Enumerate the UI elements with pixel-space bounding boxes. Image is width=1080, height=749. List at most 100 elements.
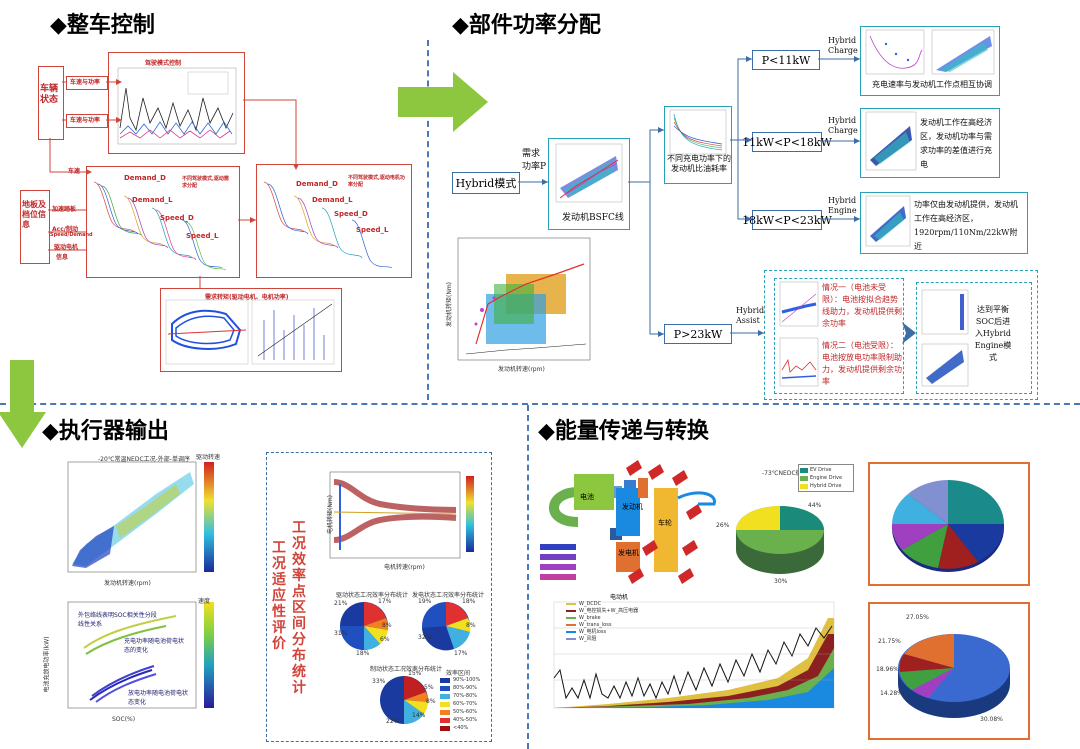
- legend-item: 90%-100%: [453, 677, 481, 683]
- pie1-pct-d: 6%: [380, 636, 390, 643]
- motor-mode-speed-l: Speed_L: [356, 226, 389, 234]
- hybrid-engine-label: Hybrid Engine: [828, 196, 857, 215]
- range-box-1: P<11kW: [752, 50, 820, 70]
- lbl-speed-demand: Speed/Demand: [50, 232, 93, 238]
- legend-item: 40%-50%: [453, 717, 478, 723]
- vehicle-state-box: [38, 66, 64, 140]
- pie3d-pct-c: 18.96%: [876, 666, 899, 673]
- range-box-3: 18kW<P<23kW: [742, 210, 832, 230]
- motor-mode-speed-d: Speed_D: [334, 210, 368, 218]
- legend-item: 50%-60%: [453, 709, 478, 715]
- efficiency-pie-3: [380, 676, 429, 725]
- vehicle-control-connectors: [48, 79, 299, 288]
- pie1-pct-f: 18%: [356, 650, 370, 657]
- charge-chart-2: [865, 111, 917, 171]
- actuator-ann1: 外包络线表明SOC相关性分段线性关系: [78, 612, 157, 628]
- section-title-power-split: ◆部件功率分配: [452, 13, 601, 38]
- divider-vertical-bottom: [527, 405, 529, 749]
- pie3d-pct-a: 27.05%: [906, 614, 929, 621]
- area-legend-item: W_风阻: [579, 636, 597, 642]
- pie3-pct-a: 33%: [372, 678, 386, 685]
- motor-map-xlabel: 电机转速(rpm): [384, 564, 425, 571]
- fuel-ratio-label: 不同充电功率下的发动机比油耗率: [667, 154, 731, 173]
- pie3-pct-e: 22%: [386, 718, 400, 725]
- power-split-connectors: [518, 56, 860, 337]
- actuator-soc-chart: [67, 601, 214, 709]
- torque-demand-title: 需求转矩(驱动电机、电机功率): [205, 294, 289, 301]
- pie2-pct-c: 8%: [466, 622, 476, 629]
- pie1-pct-e: 31%: [334, 630, 348, 637]
- efficiency-pie-1: [340, 602, 389, 651]
- legend-ev: EV Drive: [810, 467, 832, 473]
- lbl-vehicle-speed: 车速: [68, 168, 81, 175]
- area-legend-item: W_电机loss: [579, 629, 607, 635]
- flow-battery: 电池: [580, 493, 594, 501]
- pie3d-pct-d: 14.28%: [880, 690, 903, 697]
- actuator-ann3: 放电功率随电池荷电状态变化: [128, 690, 189, 706]
- bsfc-chart: [555, 143, 623, 203]
- range-box-4: P>23kW: [664, 324, 732, 344]
- lbl-box-1: [66, 76, 108, 90]
- mode-pie-pct-a: 44%: [808, 502, 822, 509]
- mode-demand-l: Demand_L: [132, 196, 173, 204]
- hybrid-assist-label: Hybrid Assist: [736, 306, 765, 325]
- energy-loss-pie: [891, 480, 1005, 572]
- section-title-actuator-output: ◆执行器输出: [42, 419, 169, 444]
- demand-map-chart: [93, 181, 227, 271]
- hybrid-mode-box: Hybrid模式: [452, 172, 520, 194]
- torque-demand-chart: [165, 299, 335, 365]
- actuator-ylabel-2: 电池充放电功率(kW): [43, 636, 51, 693]
- pie2-pct-d: 32%: [418, 634, 432, 641]
- assist-case-2: 情况二（电池受限）：电池按放电功率限制助力，发动机提供剩余功率: [822, 341, 902, 386]
- bsfc-label: 发动机BSFC线: [562, 213, 624, 223]
- legend-engine: Engine Drive: [810, 475, 843, 481]
- engine-operating-scatter: [457, 237, 591, 361]
- mode-speed-d: Speed_D: [160, 214, 194, 222]
- charge-desc-1: 充电速率与发动机工作点相互协调: [872, 80, 992, 89]
- efficiency-legend-title: 效率区间: [446, 670, 471, 677]
- pie3-title: 制动状态工况效率分布统计: [370, 666, 443, 673]
- lbl-speed-power-1: 车速与功率: [70, 79, 101, 86]
- engine-chart: [865, 195, 911, 247]
- section-title-vehicle-control: ◆整车控制: [50, 13, 155, 38]
- motor-mode-demand-d: Demand_D: [296, 180, 338, 188]
- pie1-pct-a: 21%: [334, 600, 348, 607]
- actuator-cb2-label: 速度: [198, 598, 211, 605]
- legend-item: 70%-80%: [453, 693, 478, 699]
- assist-soc-charts: [921, 289, 969, 387]
- pie3-pct-f: 14%: [412, 712, 426, 719]
- top-chart-title: 驾驶模式控制: [145, 60, 182, 67]
- hybrid-charge-label-1: Hybrid Charge: [828, 36, 858, 55]
- area-legend: W_DCDC W_电控损失+W_高压电器 W_brake W_trans_los…: [566, 600, 676, 642]
- legend-item: 60%-70%: [453, 701, 478, 707]
- mode-pie-legend: EV Drive Engine Drive Hybrid Drive: [798, 464, 854, 492]
- motor-map-title: 不同驾驶模式,驱动电机功率分配: [348, 175, 405, 188]
- pie2-pct-e: 17%: [454, 650, 468, 657]
- assist-case-charts: [779, 281, 819, 387]
- fuel-ratio-chart: [669, 109, 727, 155]
- pie3-pct-b: 15%: [408, 670, 422, 677]
- actuator-xlabel-1: 发动机转速(rpm): [104, 580, 151, 587]
- area-legend-item: W_brake: [579, 614, 601, 621]
- pie3-pct-c: 5%: [424, 684, 434, 691]
- pie3d-pct-e: 30.08%: [980, 716, 1003, 723]
- divider-vertical-top: [427, 40, 429, 400]
- vertical-title-right: 工况效率点区间分布统计: [292, 520, 306, 696]
- arrow-right-icon: [398, 72, 488, 132]
- motor-map-box: [256, 164, 412, 278]
- actuator-ann2: 充电功率随电池荷电状态的变化: [124, 638, 185, 654]
- vertical-title-left: 工况适应性评价: [272, 540, 286, 652]
- lbl-speed-power-2: 车速与功率: [70, 117, 101, 124]
- scatter-xlabel: 发动机转速(rpm): [498, 366, 545, 373]
- pie2-title: 发电状态工况效率分布统计: [412, 592, 485, 599]
- legend-item: 80%-90%: [453, 685, 478, 691]
- mode-pie-3d: [736, 506, 824, 574]
- actuator-xlabel-2: SOC(%): [112, 716, 136, 723]
- legend-item: <40%: [453, 725, 469, 731]
- area-legend-item: W_电控损失+W_高压电器: [579, 608, 639, 614]
- lbl-drive-motor: 驱动电机: [54, 244, 79, 251]
- pie3-pct-d: 8%: [426, 698, 436, 705]
- flow-motor: 电动机: [610, 594, 629, 601]
- charge-desc-2: 发动机工作在高经济区，发动机功率与需求功率的差值进行充电: [920, 118, 992, 169]
- motor-map-chart: [263, 181, 393, 269]
